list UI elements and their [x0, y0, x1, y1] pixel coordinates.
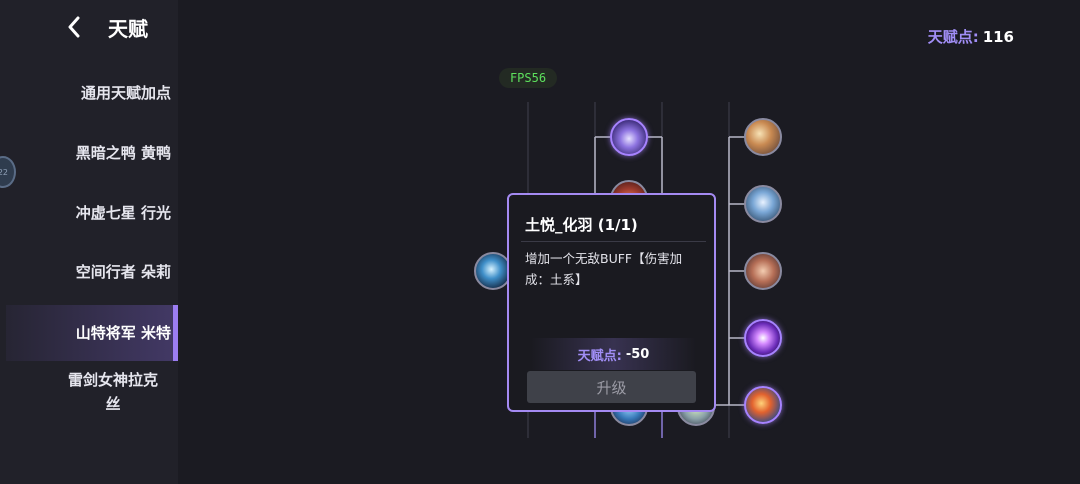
talent-points-label: 天赋点: — [927, 28, 979, 46]
sidebar-item-label: 冲虚七星 行光 — [75, 204, 171, 222]
sidebar-item-space-walker[interactable]: 空间行者 朵莉 — [0, 244, 178, 300]
sidebar-item-general-mite[interactable]: 山特将军 米特 — [6, 305, 178, 361]
chevron-left-icon — [68, 16, 80, 38]
sidebar-item-label: 通用天赋加点 — [80, 84, 171, 102]
talent-node-ice[interactable] — [744, 185, 782, 223]
talent-cost-label: 天赋点: — [577, 348, 622, 364]
sidebar-item-label: 雷剑女神拉克丝 — [67, 371, 158, 413]
talent-node-orange-2[interactable] — [744, 252, 782, 290]
back-button[interactable] — [60, 12, 88, 42]
sidebar-item-qixing[interactable]: 冲虚七星 行光 — [0, 185, 178, 241]
upgrade-button[interactable]: 升级 — [527, 371, 696, 403]
talent-detail-popup: 土悦_化羽 (1/1) 增加一个无敌BUFF【伤害加成：土系】 天赋点:-50 … — [507, 193, 716, 412]
sidebar-item-label: 空间行者 朵莉 — [75, 263, 171, 281]
fps-counter: FPS56 — [499, 68, 557, 88]
talent-node-purple-crystal[interactable] — [610, 118, 648, 156]
talent-description: 增加一个无敌BUFF【伤害加成：土系】 — [525, 251, 683, 287]
talent-node-purple-burst[interactable] — [744, 319, 782, 357]
sidebar-item-label: 黑暗之鸭 黄鸭 — [75, 144, 171, 162]
sidebar: 天赋 通用天赋加点 黑暗之鸭 黄鸭 冲虚七星 行光 空间行者 朵莉 山特将军 米… — [0, 0, 178, 484]
sidebar-item-dark-duck[interactable]: 黑暗之鸭 黄鸭 — [0, 125, 178, 181]
header: 天赋 — [60, 10, 178, 44]
talent-points-value: 116 — [982, 28, 1014, 46]
divider — [521, 241, 706, 242]
sidebar-item-thunder-sword[interactable]: 雷剑女神拉克丝 — [0, 364, 178, 420]
talent-title: 土悦_化羽 (1/1) — [525, 216, 638, 234]
page-title: 天赋 — [108, 16, 148, 41]
sidebar-item-general-talent[interactable]: 通用天赋加点 — [0, 65, 178, 121]
talent-cost-value: -50 — [625, 346, 650, 362]
talent-node-orange-1[interactable] — [744, 118, 782, 156]
talent-points-display: 天赋点:116 — [928, 26, 1014, 47]
talent-node-warrior[interactable] — [744, 386, 782, 424]
talent-cost: 天赋点:-50 — [531, 338, 696, 370]
sidebar-item-label: 山特将军 米特 — [75, 324, 171, 342]
